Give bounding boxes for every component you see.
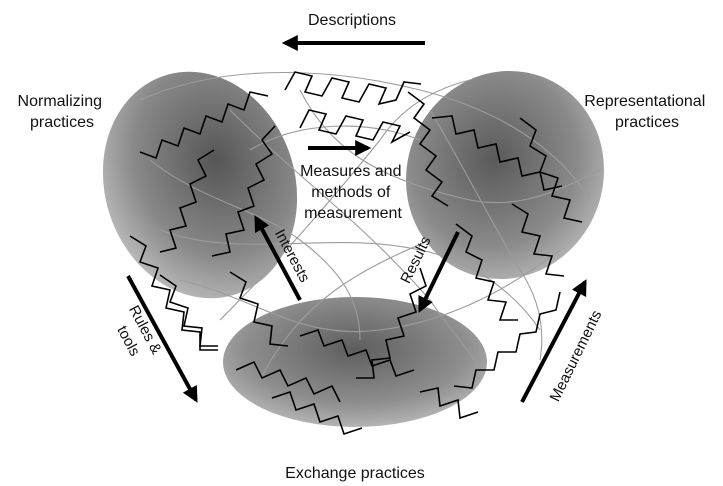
measures-line-1: Measures and (300, 163, 401, 180)
representational-line-2: practices (615, 114, 679, 131)
flow-arrows (126, 35, 587, 403)
results-label: Results (397, 234, 434, 286)
rules-label: Rules & tools (107, 303, 166, 370)
results-arrow (418, 231, 460, 313)
representational-line-1: Representational (584, 93, 705, 110)
representational-practices-ellipse (405, 70, 605, 280)
meander-lines (129, 71, 583, 436)
measures-line-2: methods of (311, 184, 391, 201)
interests-arrow (254, 215, 302, 301)
descriptions-label: Descriptions (308, 12, 396, 29)
measurements-label: Measurements (547, 308, 606, 405)
exchange-label: Exchange practices (285, 465, 425, 482)
network-threads (139, 71, 601, 381)
measures-label: Measures and methods of measurement (300, 163, 406, 222)
normalizing-line-2: practices (30, 114, 94, 131)
measures-line-3: measurement (304, 205, 402, 222)
measurements-arrow (520, 279, 587, 403)
exchange-practices-ellipse (223, 297, 487, 427)
representational-label: Representational practices (584, 93, 709, 131)
normalizing-line-1: Normalizing (18, 93, 102, 110)
rules-arrow (126, 275, 198, 403)
normalizing-label: Normalizing practices (18, 93, 107, 131)
normalizing-practices-ellipse (102, 71, 298, 299)
